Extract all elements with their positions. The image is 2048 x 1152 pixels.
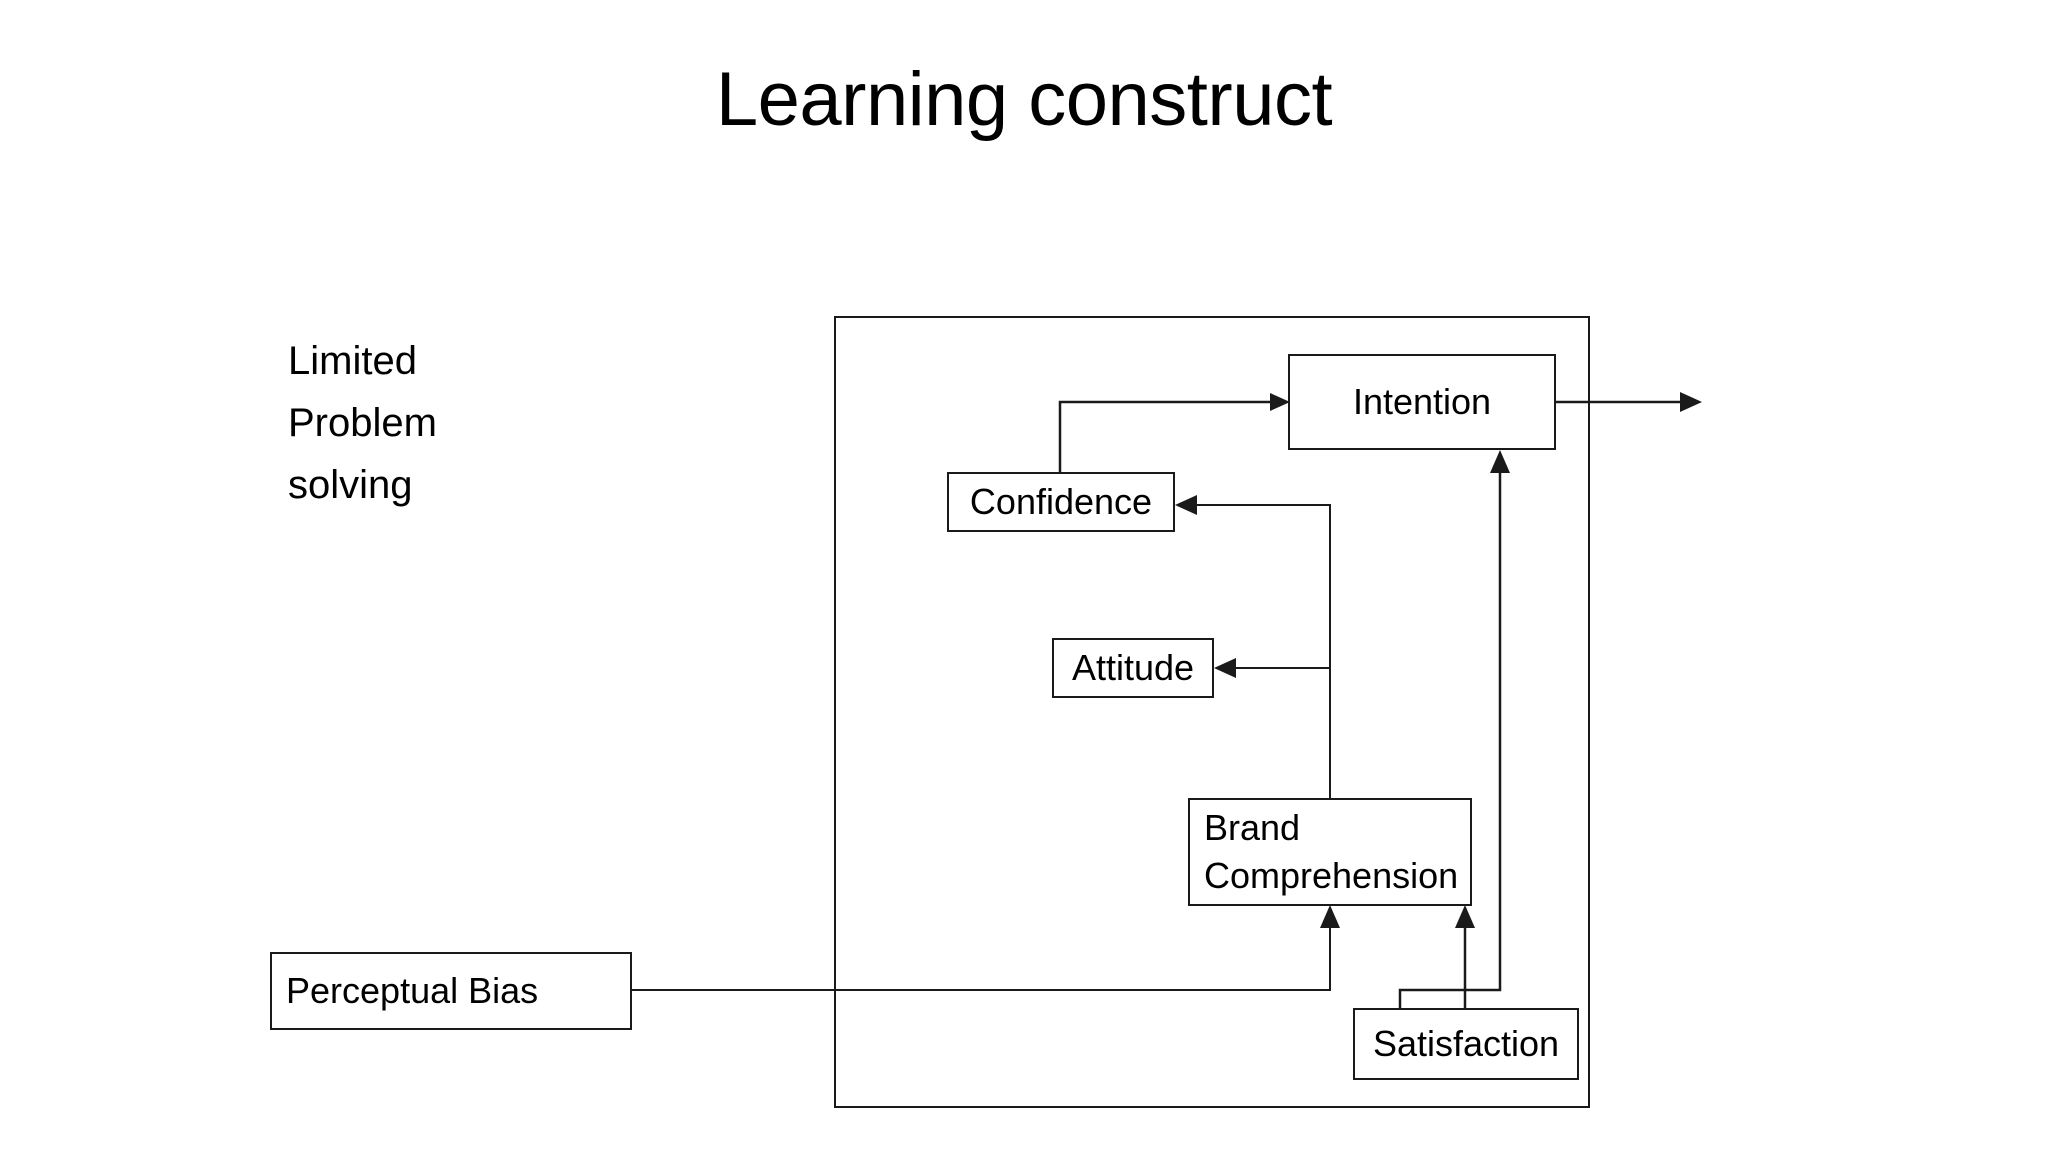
node-perceptual-bias-label: Perceptual Bias	[286, 970, 539, 1011]
node-perceptual-bias[interactable]: Perceptual Bias	[270, 952, 632, 1030]
node-satisfaction-label: Satisfaction	[1372, 1023, 1560, 1064]
node-attitude[interactable]: Attitude	[1052, 638, 1214, 698]
node-intention-label: Intention	[1352, 381, 1492, 422]
page-title: Learning construct	[715, 57, 1333, 142]
arrowhead-intention-to-output	[1680, 392, 1702, 412]
node-attitude-label: Attitude	[1071, 647, 1195, 688]
node-brand-comprehension-label: Brand Comprehension	[1204, 807, 1459, 896]
node-satisfaction[interactable]: Satisfaction	[1353, 1008, 1579, 1080]
side-caption-line-3: solving	[288, 463, 413, 507]
node-brand-comprehension[interactable]: Brand Comprehension	[1188, 798, 1472, 906]
node-confidence-label: Confidence	[969, 481, 1153, 522]
side-caption-line-1: Limited	[288, 339, 417, 383]
node-confidence[interactable]: Confidence	[947, 472, 1175, 532]
side-caption-line-2: Problem	[288, 401, 437, 445]
node-intention[interactable]: Intention	[1288, 354, 1556, 450]
side-caption: Limited Problem solving	[288, 330, 437, 516]
learning-construct-boundary	[834, 316, 1590, 1108]
